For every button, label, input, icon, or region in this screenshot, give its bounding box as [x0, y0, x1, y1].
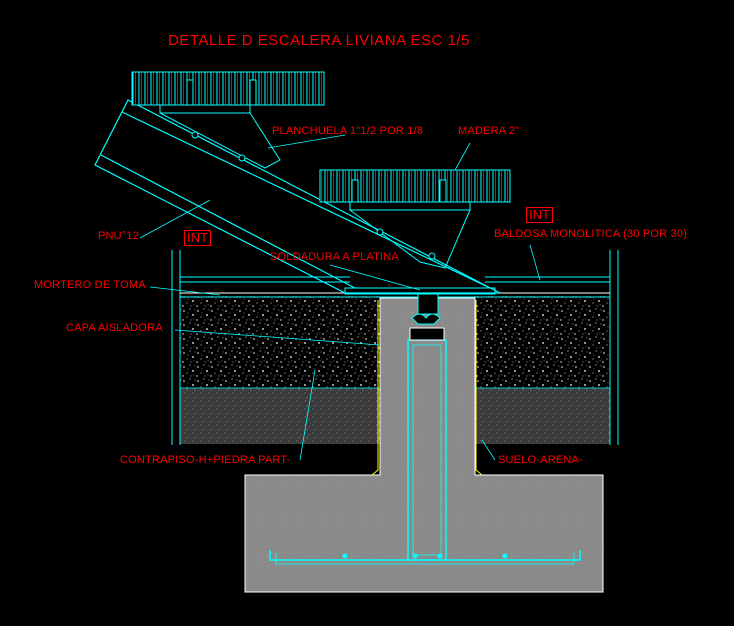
label-madera: MADERA 2"	[458, 125, 520, 137]
ground-layers	[180, 296, 610, 444]
label-suelo: SUELO-ARENA-	[498, 454, 583, 466]
soil-left	[180, 388, 380, 444]
floor-tiles	[180, 276, 610, 298]
label-int-right: INT	[526, 207, 553, 223]
gravel-right	[474, 296, 610, 388]
lower-tread	[319, 169, 511, 269]
label-baldosa: BALDOSA MONOLITICA (30 POR 30)	[494, 228, 688, 240]
label-capa: CAPA AISLADORA	[66, 322, 163, 334]
label-contrapiso: CONTRAPISO-H+PIEDRA PART-	[120, 454, 291, 466]
label-mortero: MORTERO DE TOMA	[34, 279, 146, 291]
label-planchuela: PLANCHUELA 1"1/2 POR 1/8	[272, 125, 424, 137]
label-soldadura: SOLDADURA A PLATINA	[270, 251, 399, 263]
foundation	[244, 297, 604, 593]
leader-lines	[139, 134, 541, 461]
drawing-title: DETALLE D ESCALERA LIVIANA ESC 1/5	[168, 32, 470, 49]
label-pnu: PNU°12	[98, 230, 140, 242]
stringer-channel	[94, 99, 501, 294]
upper-tread	[131, 71, 325, 169]
soil-right	[474, 388, 610, 444]
label-int-left: INT	[184, 230, 211, 246]
gravel-left	[180, 296, 380, 388]
